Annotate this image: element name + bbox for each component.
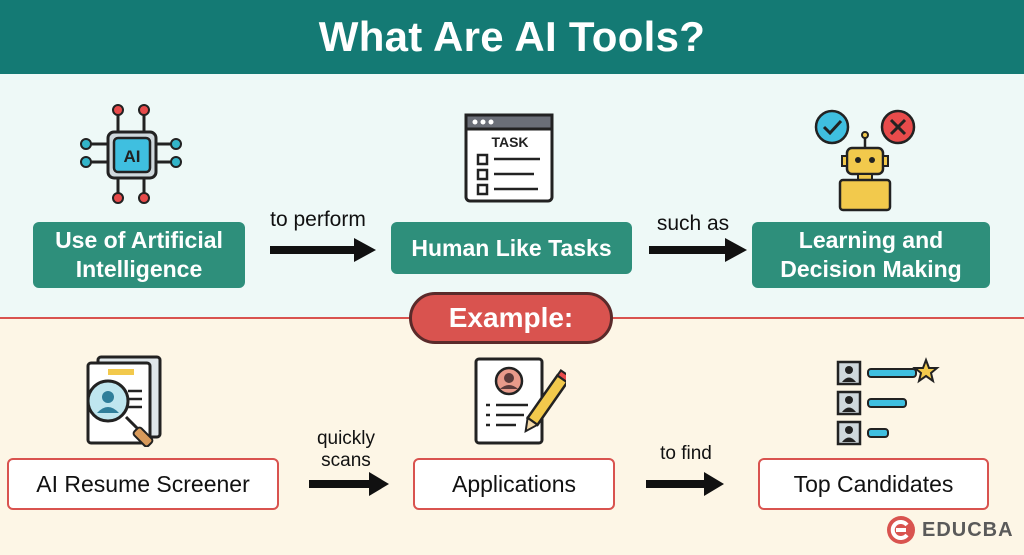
- learning-decision-box: Learning and Decision Making: [752, 222, 990, 288]
- such-as-label: such as: [656, 212, 730, 235]
- resume-search-icon: [86, 355, 162, 447]
- top-candidates-box: Top Candidates: [758, 458, 989, 510]
- arrow-right-icon: [646, 472, 724, 496]
- educba-logo-icon: [887, 516, 915, 544]
- arrow-right-icon: [649, 238, 747, 262]
- educba-logo-text: EDUCBA: [922, 518, 1014, 541]
- artificial-intelligence-box: Use of Artificial Intelligence: [33, 222, 245, 288]
- robot-decision-icon: [814, 109, 916, 212]
- to-find-label: to find: [660, 443, 712, 464]
- to-perform-label: to perform: [270, 208, 366, 231]
- ai-chip-label: AI: [124, 147, 141, 166]
- arrow-right-icon: [270, 238, 376, 262]
- candidate-ranking-icon: [836, 357, 940, 446]
- educba-logo: EDUCBA: [886, 515, 1014, 545]
- task-checklist-icon: TASK: [464, 113, 554, 203]
- task-label: TASK: [491, 134, 528, 150]
- title-banner: What Are AI Tools?: [0, 0, 1024, 74]
- arrow-right-icon: [309, 472, 389, 496]
- applications-box: Applications: [413, 458, 615, 510]
- page-title: What Are AI Tools?: [318, 13, 706, 60]
- ai-resume-screener-box: AI Resume Screener: [7, 458, 279, 510]
- example-badge: Example:: [409, 292, 613, 344]
- quickly-scans-label: quickly scans: [316, 428, 376, 471]
- human-like-tasks-box: Human Like Tasks: [391, 222, 632, 274]
- application-form-icon: [474, 357, 566, 445]
- ai-chip-icon: AI: [80, 104, 182, 204]
